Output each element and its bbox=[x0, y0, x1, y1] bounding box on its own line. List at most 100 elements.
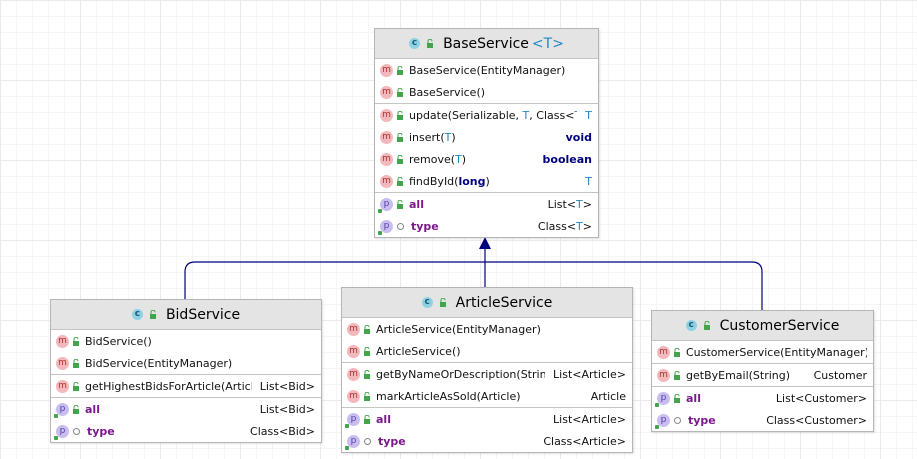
constructor-signature: ArticleService(EntityManager) bbox=[376, 322, 541, 336]
property-type: Class<Article> bbox=[543, 434, 626, 448]
property-type: List<Bid> bbox=[259, 402, 315, 416]
circle-icon bbox=[73, 427, 80, 435]
constructor-signature: CustomerService(EntityManager) bbox=[686, 345, 867, 359]
property-row[interactable]: p all List<Article> bbox=[342, 408, 632, 430]
unlock-icon bbox=[673, 347, 681, 357]
class-article-service[interactable]: c ArticleService m ArticleService(Entity… bbox=[341, 287, 633, 453]
constructor-row[interactable]: m BidService() bbox=[51, 330, 321, 352]
class-name: BaseService bbox=[443, 35, 529, 52]
unlock-icon bbox=[72, 404, 80, 414]
property-row[interactable]: p all List<Customer> bbox=[652, 387, 873, 409]
method-icon: m bbox=[380, 152, 393, 166]
method-row[interactable]: m markArticleAsSold(Article) Article bbox=[342, 385, 632, 407]
constructors-section: m ArticleService(EntityManager) m Articl… bbox=[342, 318, 632, 363]
class-header: c ArticleService bbox=[342, 288, 632, 318]
class-icon: c bbox=[409, 38, 421, 49]
method-icon: m bbox=[56, 356, 69, 370]
unlock-icon bbox=[396, 65, 404, 75]
circle-icon bbox=[397, 222, 404, 230]
class-base-service[interactable]: c BaseService<T> m BaseService(EntityMan… bbox=[374, 28, 599, 238]
class-header: c CustomerService bbox=[652, 311, 873, 341]
return-type: T bbox=[585, 108, 592, 122]
class-header: c BaseService<T> bbox=[375, 29, 598, 59]
properties-section: p all List<Article> p type Class<Article… bbox=[342, 408, 632, 452]
property-row[interactable]: p type Class<T> bbox=[375, 215, 598, 237]
return-type: boolean bbox=[542, 152, 592, 166]
property-name: all bbox=[85, 402, 100, 416]
unlock-icon bbox=[396, 87, 404, 97]
property-icon: p bbox=[378, 197, 393, 213]
constructor-row[interactable]: m ArticleService(EntityManager) bbox=[342, 318, 632, 340]
property-type: Class<Customer> bbox=[766, 413, 867, 427]
constructor-row[interactable]: m BaseService() bbox=[375, 81, 598, 103]
constructors-section: m CustomerService(EntityManager) bbox=[652, 341, 873, 364]
property-icon: p bbox=[655, 413, 670, 429]
edge-customer-to-base bbox=[485, 261, 763, 310]
constructor-signature: BaseService() bbox=[409, 85, 486, 99]
method-signature: getHighestBidsForArticle(Article) bbox=[85, 379, 252, 393]
property-row[interactable]: p type Class<Article> bbox=[342, 430, 632, 452]
unlock-icon bbox=[396, 110, 404, 120]
return-type: List<Article> bbox=[553, 367, 626, 381]
method-row[interactable]: m findById(long) T bbox=[375, 170, 598, 192]
property-icon: p bbox=[54, 424, 69, 440]
methods-section: m getHighestBidsForArticle(Article) List… bbox=[51, 375, 321, 398]
method-row[interactable]: m remove(T) boolean bbox=[375, 148, 598, 170]
return-type: List<Bid> bbox=[259, 379, 315, 393]
unlock-icon bbox=[72, 381, 80, 391]
methods-section: m update(Serializable, T, Class<T>) T m … bbox=[375, 104, 598, 193]
unlock-icon bbox=[149, 310, 157, 319]
constructor-row[interactable]: m BaseService(EntityManager) bbox=[375, 59, 598, 81]
method-row[interactable]: m update(Serializable, T, Class<T>) T bbox=[375, 104, 598, 126]
constructors-section: m BidService() m BidService(EntityManage… bbox=[51, 330, 321, 375]
constructor-signature: ArticleService() bbox=[376, 344, 461, 358]
unlock-icon bbox=[363, 391, 371, 401]
property-row[interactable]: p all List<Bid> bbox=[51, 398, 321, 420]
property-row[interactable]: p all List<T> bbox=[375, 193, 598, 215]
method-signature: getByEmail(String) bbox=[686, 368, 791, 382]
class-name: CustomerService bbox=[719, 317, 840, 334]
property-type: Class<T> bbox=[537, 219, 592, 233]
method-signature: remove(T) bbox=[409, 152, 467, 166]
return-type: Customer bbox=[813, 368, 867, 382]
method-icon: m bbox=[380, 63, 393, 77]
property-icon: p bbox=[655, 391, 670, 407]
method-row[interactable]: m getHighestBidsForArticle(Article) List… bbox=[51, 375, 321, 397]
property-name: all bbox=[376, 412, 391, 426]
unlock-icon bbox=[72, 336, 80, 346]
constructor-row[interactable]: m BidService(EntityManager) bbox=[51, 352, 321, 374]
property-type: List<Article> bbox=[553, 412, 626, 426]
method-icon: m bbox=[380, 85, 393, 99]
unlock-icon bbox=[426, 39, 434, 48]
property-icon: p bbox=[345, 434, 360, 450]
unlock-icon bbox=[363, 346, 371, 356]
property-row[interactable]: p type Class<Customer> bbox=[652, 409, 873, 431]
unlock-icon bbox=[363, 414, 371, 424]
inheritance-arrowhead bbox=[479, 237, 491, 249]
class-icon: c bbox=[421, 297, 433, 308]
unlock-icon bbox=[72, 358, 80, 368]
method-icon: m bbox=[56, 334, 69, 348]
class-bid-service[interactable]: c BidService m BidService() m BidService… bbox=[50, 299, 322, 443]
method-row[interactable]: m insert(T) void bbox=[375, 126, 598, 148]
method-row[interactable]: m getByEmail(String) Customer bbox=[652, 364, 873, 386]
unlock-icon bbox=[673, 370, 681, 380]
method-icon: m bbox=[347, 367, 360, 381]
method-row[interactable]: m getByNameOrDescription(String) List<Ar… bbox=[342, 363, 632, 385]
type-parameter: <T> bbox=[531, 35, 564, 52]
unlock-icon bbox=[703, 321, 711, 330]
constructor-row[interactable]: m CustomerService(EntityManager) bbox=[652, 341, 873, 363]
property-type: Class<Bid> bbox=[250, 424, 315, 438]
return-type: void bbox=[565, 130, 592, 144]
method-icon: m bbox=[380, 174, 393, 188]
method-icon: m bbox=[347, 344, 360, 358]
property-name: all bbox=[409, 197, 424, 211]
constructor-row[interactable]: m ArticleService() bbox=[342, 340, 632, 362]
property-row[interactable]: p type Class<Bid> bbox=[51, 420, 321, 442]
unlock-icon bbox=[363, 324, 371, 334]
class-header: c BidService bbox=[51, 300, 321, 330]
class-icon: c bbox=[131, 309, 143, 320]
return-type: Article bbox=[590, 389, 626, 403]
method-icon: m bbox=[56, 379, 69, 393]
class-customer-service[interactable]: c CustomerService m CustomerService(Enti… bbox=[651, 310, 874, 432]
